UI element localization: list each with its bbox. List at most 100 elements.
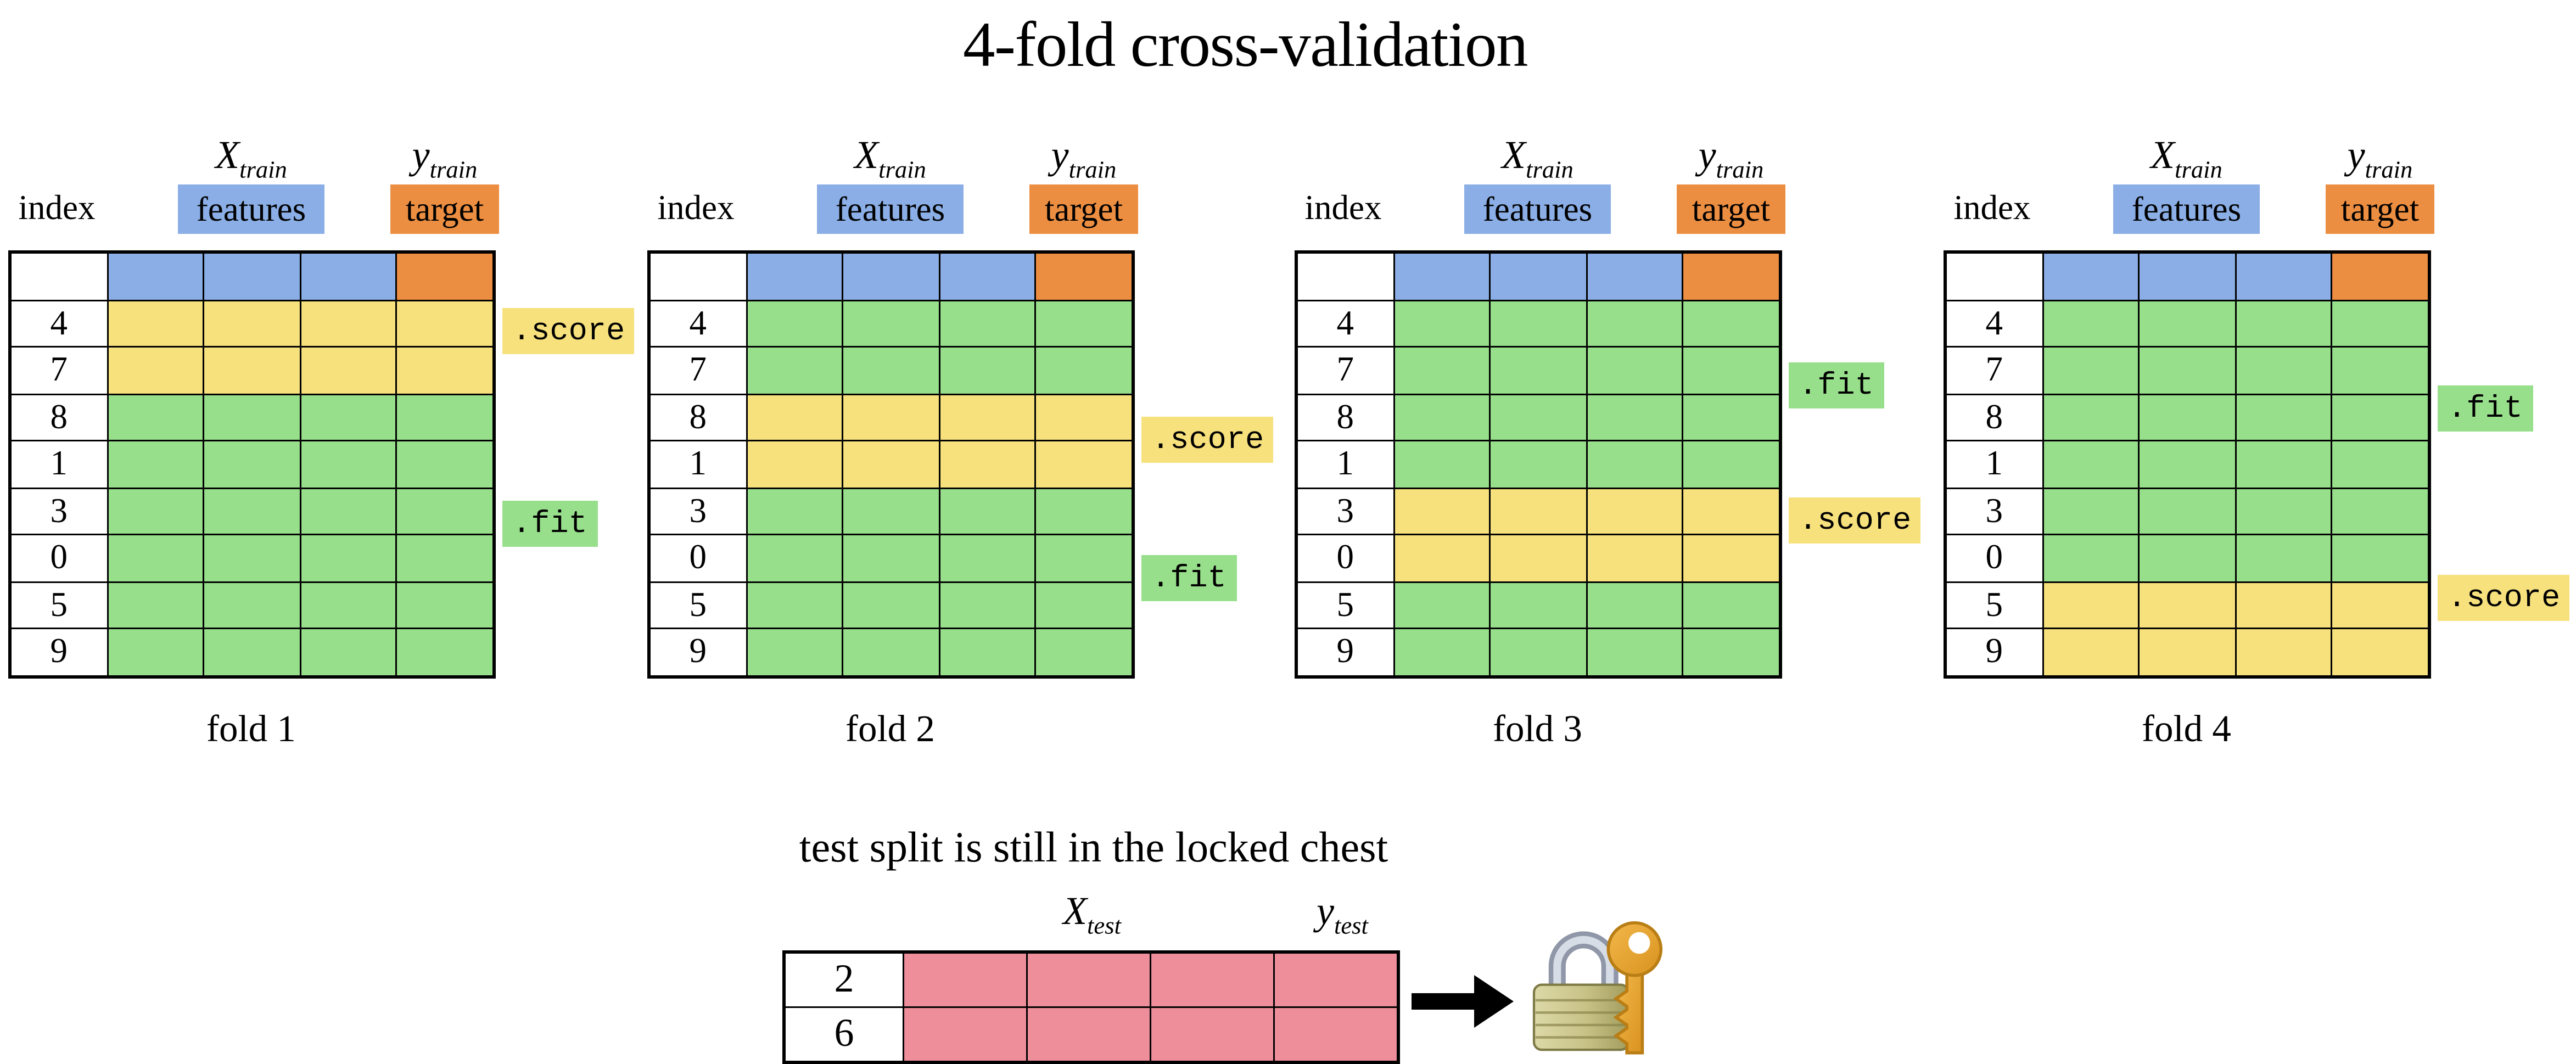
feature-header-cell xyxy=(106,251,204,301)
feature-header-cell xyxy=(842,251,940,301)
index-cell xyxy=(1295,251,1395,301)
score-label: .score xyxy=(2438,575,2571,621)
fit-cell xyxy=(1585,580,1683,629)
fold-caption: fold 2 xyxy=(845,708,935,749)
table-row: 7 xyxy=(1295,346,1780,395)
fit-cell xyxy=(1489,346,1587,395)
fit-cell xyxy=(1682,346,1780,395)
score-cell xyxy=(395,299,494,348)
table-row: 8 xyxy=(648,393,1133,441)
fit-cell xyxy=(1682,580,1780,629)
x-train-subscript: train xyxy=(239,158,287,184)
fit-cell xyxy=(395,534,494,583)
fit-cell xyxy=(2041,486,2140,535)
row-index-cell: 9 xyxy=(1944,628,2043,677)
table-row: 1 xyxy=(1295,440,1780,489)
fit-cell xyxy=(1682,299,1780,348)
row-index-cell: 1 xyxy=(9,440,108,489)
score-cell xyxy=(938,440,1036,489)
fit-cell xyxy=(745,486,843,535)
table-row: 1 xyxy=(1944,440,2429,489)
score-cell xyxy=(2138,628,2236,677)
fit-cell xyxy=(2041,346,2140,395)
fit-cell xyxy=(395,580,494,629)
score-cell xyxy=(2234,628,2332,677)
score-cell xyxy=(2041,580,2140,629)
fit-cell xyxy=(299,486,397,535)
fit-cell xyxy=(1392,299,1491,348)
table-row: 9 xyxy=(1944,628,2429,677)
row-index-cell: 8 xyxy=(1944,393,2043,441)
score-cell xyxy=(106,299,204,348)
table-row: 3 xyxy=(9,486,494,535)
fit-cell xyxy=(2138,393,2236,441)
x-train-symbol: X xyxy=(215,135,240,178)
score-cell xyxy=(2331,628,2429,677)
fit-cell xyxy=(2138,346,2236,395)
y-train-label: ytrain xyxy=(1029,135,1138,186)
index-cell xyxy=(1944,251,2043,301)
table-row: 3 xyxy=(1944,486,2429,535)
feature-header-cell xyxy=(1585,251,1683,301)
fit-cell xyxy=(395,393,494,441)
fit-cell xyxy=(745,346,843,395)
row-index-cell: 1 xyxy=(648,440,747,489)
score-cell xyxy=(1034,393,1133,441)
row-index-cell: 8 xyxy=(648,393,747,441)
row-index-cell: 9 xyxy=(1295,628,1395,677)
score-cell xyxy=(203,346,301,395)
table-header-row xyxy=(1944,251,2429,301)
row-index-cell: 7 xyxy=(1295,346,1395,395)
y-train-label: ytrain xyxy=(390,135,499,186)
score-cell xyxy=(1585,534,1683,583)
index-cell xyxy=(9,251,108,301)
row-index-cell: 1 xyxy=(1295,440,1395,489)
test-cell xyxy=(1150,1006,1275,1063)
y-test-subscript: test xyxy=(1334,914,1368,940)
y-train-label: ytrain xyxy=(2326,135,2434,186)
score-cell xyxy=(2331,580,2429,629)
row-index-cell: 0 xyxy=(1944,534,2043,583)
table-row: 4 xyxy=(648,299,1133,348)
fit-cell xyxy=(2234,440,2332,489)
fit-cell xyxy=(106,580,204,629)
table-row: 7 xyxy=(1944,346,2429,395)
fit-cell xyxy=(1489,299,1587,348)
row-index-cell: 4 xyxy=(648,299,747,348)
fit-cell xyxy=(2138,534,2236,583)
fit-cell xyxy=(2041,299,2140,348)
fit-cell xyxy=(1034,486,1133,535)
features-label: features xyxy=(2113,184,2260,234)
fit-cell xyxy=(2331,393,2429,441)
fit-cell xyxy=(395,628,494,677)
score-cell xyxy=(2138,580,2236,629)
fit-cell xyxy=(1585,393,1683,441)
table-row: 4 xyxy=(9,299,494,348)
feature-header-cell xyxy=(299,251,397,301)
fit-cell xyxy=(1489,580,1587,629)
table-row: 5 xyxy=(9,580,494,629)
score-cell xyxy=(1682,486,1780,535)
fit-cell xyxy=(1682,628,1780,677)
table-row: 5 xyxy=(648,580,1133,629)
score-cell xyxy=(2041,628,2140,677)
features-label: features xyxy=(817,184,964,234)
x-train-label: Xtrain xyxy=(1464,135,1611,186)
table-row: 8 xyxy=(1295,393,1780,441)
fit-cell xyxy=(842,486,940,535)
fit-cell xyxy=(842,299,940,348)
row-index-cell: 7 xyxy=(1944,346,2043,395)
x-train-subscript: train xyxy=(878,158,926,184)
score-cell xyxy=(1392,486,1491,535)
row-index-cell: 2 xyxy=(783,951,904,1008)
score-cell xyxy=(938,393,1036,441)
x-train-symbol: X xyxy=(2151,135,2175,178)
table-row: 1 xyxy=(9,440,494,489)
x-train-label: Xtrain xyxy=(2113,135,2260,186)
fit-cell xyxy=(106,440,204,489)
fit-cell xyxy=(1489,393,1587,441)
fit-cell xyxy=(842,534,940,583)
